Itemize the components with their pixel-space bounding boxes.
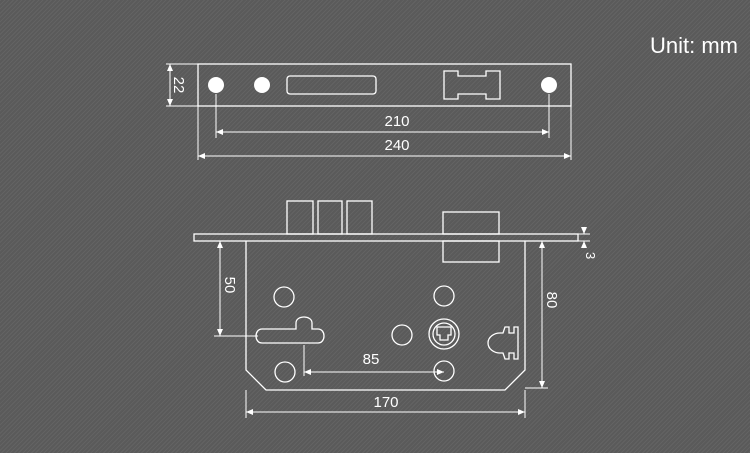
dim-text-22: 22 <box>170 77 187 94</box>
dim-text-240: 240 <box>384 137 409 154</box>
dim-body-height: 80 <box>525 240 560 389</box>
faceplate-screw-hole-right <box>541 77 557 93</box>
faceplate-hole-2 <box>254 77 270 93</box>
case-hole-lower-left <box>274 361 296 383</box>
deadbolt-lower <box>442 240 500 263</box>
dim-text-3: 3 <box>583 252 598 259</box>
dim-text-50: 50 <box>221 277 238 294</box>
follower-square-icon <box>436 326 452 341</box>
dim-faceplate-width: 22 <box>166 63 198 107</box>
dim-faceplate-length: 240 <box>197 106 572 160</box>
top-plate <box>193 233 579 242</box>
case-hole-upper-right <box>433 285 455 307</box>
latch-slot <box>286 75 377 95</box>
follower-inner <box>432 322 456 346</box>
deadbolt-slot <box>443 70 501 100</box>
unit-label: Unit: mm <box>650 33 738 58</box>
cylinder-keyhole <box>255 316 325 344</box>
dim-hole-spacing: 210 <box>215 94 550 138</box>
dim-latch-offset: 50 <box>214 240 258 337</box>
dim-body-length: 170 <box>245 390 526 418</box>
faceplate-screw-hole-left <box>208 77 224 93</box>
dim-backset: 85 <box>303 345 444 376</box>
case-hole-center <box>391 324 413 346</box>
latch-block-2 <box>317 200 343 235</box>
lock-body-view <box>193 200 579 391</box>
dim-plate-thickness: 3 <box>578 227 598 259</box>
follower-outer <box>428 318 460 350</box>
dim-text-80: 80 <box>543 292 560 309</box>
case-hole-lower-right <box>433 360 455 382</box>
case-hole-upper-left <box>273 286 295 308</box>
dim-text-170: 170 <box>373 394 398 411</box>
lock-case-outline <box>245 241 526 391</box>
latch-block-3 <box>346 200 373 235</box>
faceplate-view <box>197 63 572 107</box>
dim-text-85: 85 <box>363 351 380 368</box>
faceplate-outline <box>197 63 572 107</box>
deadbolt-upper <box>442 211 500 235</box>
latch-block-1 <box>286 200 314 235</box>
dim-text-210: 210 <box>384 113 409 130</box>
auxiliary-latch-icon <box>487 326 519 360</box>
